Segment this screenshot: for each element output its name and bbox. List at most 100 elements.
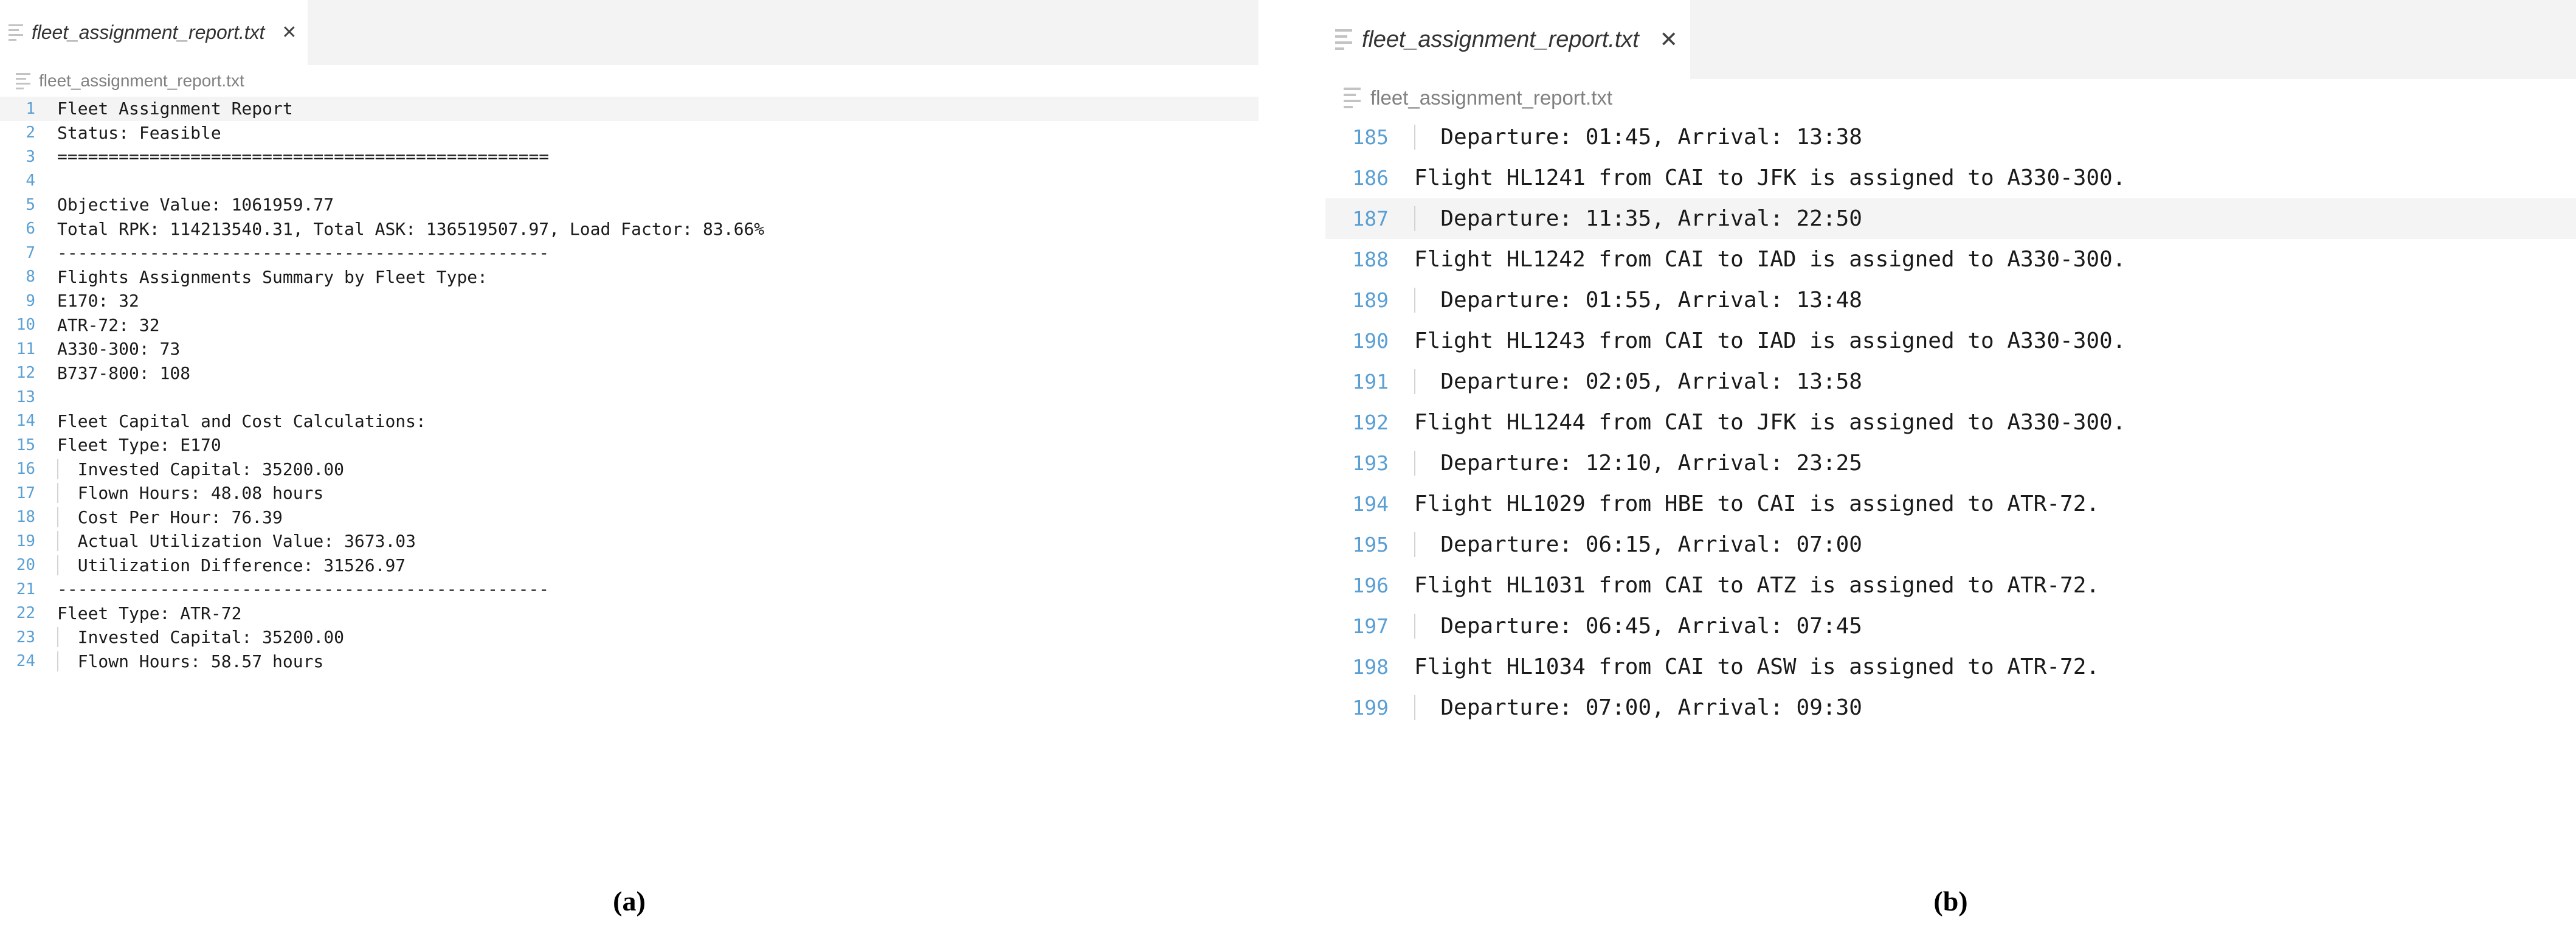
line-number: 189 <box>1352 288 1389 312</box>
line-number: 199 <box>1352 696 1389 720</box>
breadcrumb-a[interactable]: fleet_assignment_report.txt <box>0 65 1259 97</box>
code-line-text[interactable]: Actual Utilization Value: 3673.03 <box>57 531 1259 552</box>
code-line-row[interactable]: 7---------------------------------------… <box>0 241 1259 265</box>
code-line-text[interactable]: Flight HL1244 from CAI to JFK is assigne… <box>1414 410 2126 435</box>
code-line-text[interactable]: Flown Hours: 58.57 hours <box>57 651 1259 671</box>
code-line-text[interactable]: B737-800: 108 <box>57 362 191 383</box>
close-icon[interactable]: ✕ <box>281 23 297 43</box>
code-line-text[interactable]: Cost Per Hour: 76.39 <box>57 507 1259 527</box>
code-line-text[interactable]: Flight HL1031 from CAI to ATZ is assigne… <box>1414 573 2100 598</box>
code-line-text[interactable]: Flown Hours: 48.08 hours <box>57 483 1259 504</box>
code-line-text[interactable]: Flights Assignments Summary by Fleet Typ… <box>57 266 488 287</box>
tab-label: fleet_assignment_report.txt <box>32 21 265 43</box>
code-line-row[interactable]: 197 Departure: 06:45, Arrival: 07:45 <box>1325 606 2576 647</box>
code-line-row[interactable]: 20 Utilization Difference: 31526.97 <box>0 553 1259 578</box>
code-line-text[interactable]: ----------------------------------------… <box>57 243 550 263</box>
code-line-row[interactable]: 199 Departure: 07:00, Arrival: 09:30 <box>1325 687 2576 728</box>
line-number: 185 <box>1352 125 1389 149</box>
code-line-text[interactable]: Departure: 11:35, Arrival: 22:50 <box>1414 206 2576 231</box>
code-line-row[interactable]: 9 E170: 32 <box>0 289 1259 313</box>
code-line-text[interactable]: A330-300: 73 <box>57 339 181 359</box>
code-line-row[interactable]: 187 Departure: 11:35, Arrival: 22:50 <box>1325 198 2576 239</box>
code-line-text[interactable]: E170: 32 <box>57 291 139 311</box>
code-line-row[interactable]: 19 Actual Utilization Value: 3673.03 <box>0 529 1259 553</box>
tab-strip-empty-area <box>1690 0 2576 79</box>
line-number: 193 <box>1352 451 1389 475</box>
code-line-row[interactable]: 189 Departure: 01:55, Arrival: 13:48 <box>1325 280 2576 321</box>
code-line-text[interactable]: Flight HL1241 from CAI to JFK is assigne… <box>1414 165 2126 190</box>
code-line-text[interactable]: Fleet Type: E170 <box>57 435 221 456</box>
line-number: 23 <box>16 628 35 647</box>
code-line-text[interactable]: Utilization Difference: 31526.97 <box>57 555 1259 575</box>
code-line-text[interactable]: Flight HL1242 from CAI to IAD is assigne… <box>1414 247 2126 272</box>
breadcrumb-label: fleet_assignment_report.txt <box>1370 86 1613 109</box>
code-line-text[interactable]: Fleet Capital and Cost Calculations: <box>57 411 426 431</box>
code-line-row[interactable]: 14 Fleet Capital and Cost Calculations: <box>0 409 1259 434</box>
code-line-row[interactable]: 21 --------------------------------------… <box>0 577 1259 602</box>
code-line-text[interactable]: Status: Feasible <box>57 122 221 143</box>
text-file-icon <box>1344 88 1361 108</box>
code-line-row[interactable]: 191 Departure: 02:05, Arrival: 13:58 <box>1325 361 2576 402</box>
line-number: 14 <box>16 412 35 431</box>
figure-panel-b: fleet_assignment_report.txt ✕ fleet_assi… <box>1325 0 2576 864</box>
code-line-text[interactable]: Fleet Assignment Report <box>57 99 293 119</box>
code-line-text[interactable]: Departure: 01:55, Arrival: 13:48 <box>1414 288 2576 313</box>
code-line-row[interactable]: 18 Cost Per Hour: 76.39 <box>0 505 1259 530</box>
code-line-text[interactable]: Flight HL1243 from CAI to IAD is assigne… <box>1414 328 2126 353</box>
code-line-text[interactable]: ATR-72: 32 <box>57 314 160 335</box>
code-line-row[interactable]: 193 Departure: 12:10, Arrival: 23:25 <box>1325 443 2576 484</box>
code-line-row[interactable]: 13 <box>0 385 1259 409</box>
breadcrumb-b[interactable]: fleet_assignment_report.txt <box>1325 79 2576 117</box>
code-line-text[interactable]: Flight HL1034 from CAI to ASW is assigne… <box>1414 654 2100 679</box>
code-line-row[interactable]: 23 Invested Capital: 35200.00 <box>0 625 1259 650</box>
code-line-text[interactable]: Departure: 06:45, Arrival: 07:45 <box>1414 614 2576 639</box>
code-line-row[interactable]: 24 Flown Hours: 58.57 hours <box>0 650 1259 674</box>
code-line-text[interactable]: Invested Capital: 35200.00 <box>57 627 1259 648</box>
tab-fleet-assignment-report-a[interactable]: fleet_assignment_report.txt ✕ <box>0 0 308 65</box>
code-line-text[interactable]: Objective Value: 1061959.77 <box>57 195 334 215</box>
code-line-row[interactable]: 4 <box>0 169 1259 193</box>
close-icon[interactable]: ✕ <box>1659 27 1678 52</box>
code-line-text[interactable]: ========================================… <box>57 147 550 167</box>
code-line-text[interactable]: Departure: 06:15, Arrival: 07:00 <box>1414 532 2576 557</box>
code-line-text[interactable]: Flight HL1029 from HBE to CAI is assigne… <box>1414 491 2100 516</box>
line-number: 18 <box>16 508 35 527</box>
code-line-row[interactable]: 195 Departure: 06:15, Arrival: 07:00 <box>1325 524 2576 565</box>
code-line-text[interactable]: Departure: 01:45, Arrival: 13:38 <box>1414 125 2576 150</box>
code-line-text[interactable]: Fleet Type: ATR-72 <box>57 603 242 623</box>
code-line-text[interactable]: Invested Capital: 35200.00 <box>57 459 1259 479</box>
line-number: 21 <box>16 580 35 598</box>
code-line-row[interactable]: 17 Flown Hours: 48.08 hours <box>0 481 1259 505</box>
line-number: 9 <box>26 291 35 310</box>
figure-caption-b: (b) <box>1933 886 1968 917</box>
line-number: 20 <box>16 556 35 575</box>
code-line-text[interactable]: Departure: 02:05, Arrival: 13:58 <box>1414 369 2576 394</box>
code-line-text[interactable]: ----------------------------------------… <box>57 579 550 600</box>
tab-fleet-assignment-report-b[interactable]: fleet_assignment_report.txt ✕ <box>1325 0 1690 79</box>
code-line-text[interactable]: Total RPK: 114213540.31, Total ASK: 1365… <box>57 218 765 239</box>
code-line-text[interactable]: Departure: 07:00, Arrival: 09:30 <box>1414 695 2576 720</box>
code-line-row[interactable]: 185 Departure: 01:45, Arrival: 13:38 <box>1325 117 2576 158</box>
code-line-row[interactable]: 3=======================================… <box>0 145 1259 169</box>
code-line-row[interactable]: 16 Invested Capital: 35200.00 <box>0 457 1259 482</box>
code-line-text[interactable]: Departure: 12:10, Arrival: 23:25 <box>1414 451 2576 476</box>
